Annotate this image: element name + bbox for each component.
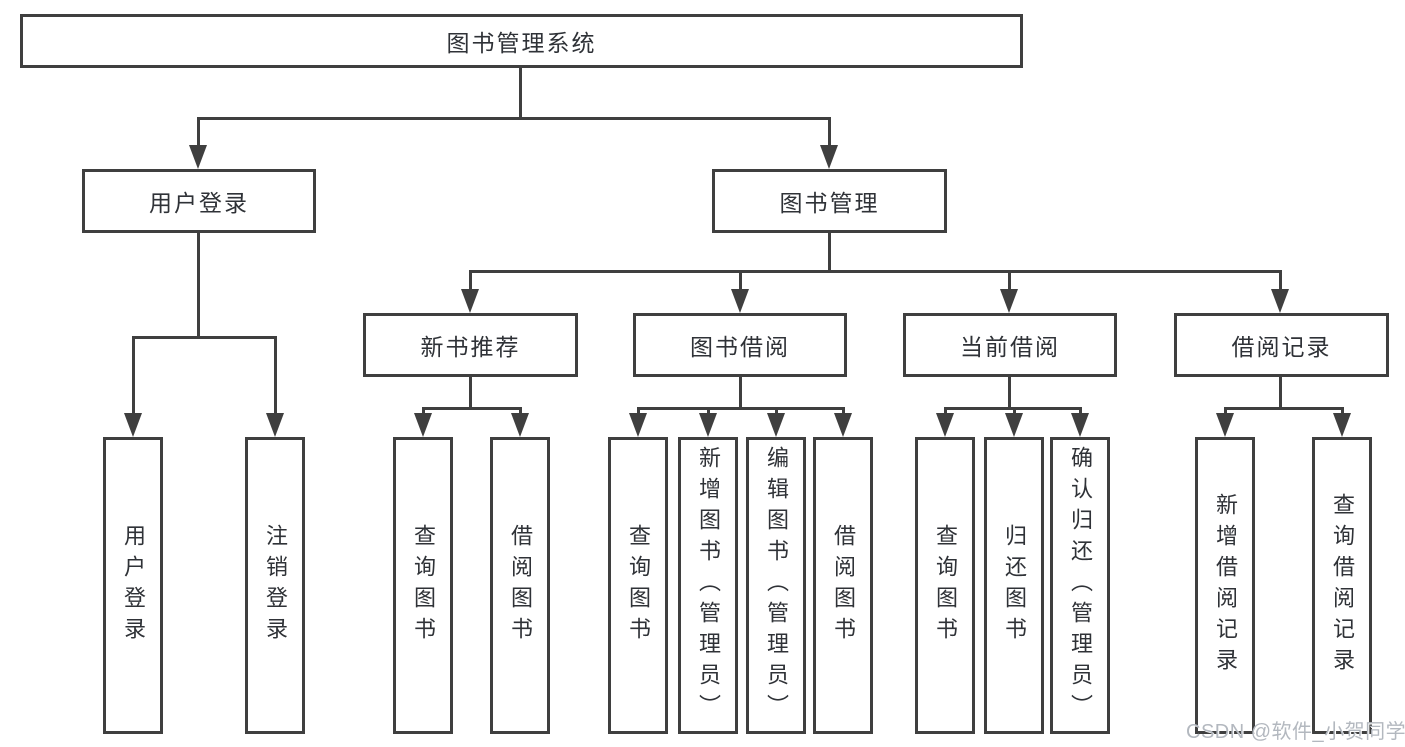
node-current-borrow: 当前借阅 [903, 313, 1117, 377]
csdn-watermark: CSDN @软件_小贺同学 [1186, 721, 1405, 743]
arrow-down-icon [461, 289, 479, 313]
node-edit-books-admin: 编辑图书（管理员） [746, 437, 806, 734]
node-add-borrow-record: 新增借阅记录 [1195, 437, 1255, 734]
node-user-login: 用户登录 [82, 169, 316, 233]
node-book-management: 图书管理 [712, 169, 947, 233]
arrow-down-icon [936, 413, 954, 437]
node-borrow-books-recommend: 借阅图书 [490, 437, 550, 734]
arrow-down-icon [511, 413, 529, 437]
arrow-down-icon [834, 413, 852, 437]
arrow-down-icon [629, 413, 647, 437]
node-query-books-current: 查询图书 [915, 437, 975, 734]
arrow-down-icon [266, 413, 284, 437]
arrow-down-icon [189, 145, 207, 169]
node-logout-leaf: 注销登录 [245, 437, 305, 734]
node-user-login-leaf: 用户登录 [103, 437, 163, 734]
connector-leaf [1341, 407, 1344, 416]
connector-current-borrow-stem [1008, 377, 1011, 408]
node-query-books-recommend: 查询图书 [393, 437, 453, 734]
connector-to-book-borrow [739, 270, 742, 292]
connector-leaf [1079, 407, 1082, 416]
connector-to-new-book-recommend [469, 270, 472, 292]
connector-user-login-split [132, 336, 276, 339]
connector-leaf [1224, 407, 1227, 416]
node-book-borrow: 图书借阅 [633, 313, 847, 377]
arrow-down-icon [699, 413, 717, 437]
node-return-books: 归还图书 [984, 437, 1044, 734]
connector-user-login-stem [197, 233, 200, 337]
node-query-books-borrow: 查询图书 [608, 437, 668, 734]
arrow-down-icon [1333, 413, 1351, 437]
connector-recommend-split [422, 407, 522, 410]
node-new-book-recommend: 新书推荐 [363, 313, 578, 377]
connector-root-stem [519, 68, 522, 119]
connector-leaf [842, 407, 845, 416]
connector-leaf [1013, 407, 1016, 416]
node-add-books-admin: 新增图书（管理员） [678, 437, 738, 734]
node-confirm-return-admin: 确认归还（管理员） [1050, 437, 1110, 734]
arrow-down-icon [1071, 413, 1089, 437]
connector-leaf [944, 407, 947, 416]
arrow-down-icon [731, 289, 749, 313]
connector-borrow-split [637, 407, 845, 410]
connector-to-book-management [828, 117, 831, 147]
arrow-down-icon [414, 413, 432, 437]
arrow-down-icon [767, 413, 785, 437]
node-borrow-records: 借阅记录 [1174, 313, 1389, 377]
connector-borrow-records-stem [1279, 377, 1282, 408]
connector-book-management-stem [828, 233, 831, 271]
connector-to-user-login-leaf [132, 336, 135, 416]
node-query-borrow-record: 查询借阅记录 [1312, 437, 1372, 734]
connector-to-current-borrow [1008, 270, 1011, 292]
connector-leaf [519, 407, 522, 416]
node-library-management-system: 图书管理系统 [20, 14, 1023, 68]
arrow-down-icon [124, 413, 142, 437]
arrow-down-icon [820, 145, 838, 169]
connector-to-logout-leaf [274, 336, 277, 416]
connector-records-split [1224, 407, 1343, 410]
connector-current-split [944, 407, 1081, 410]
connector-leaf [707, 407, 710, 416]
connector-to-borrow-records [1279, 270, 1282, 292]
connector-level3-split [469, 270, 1282, 273]
connector-book-borrow-stem [739, 377, 742, 408]
arrow-down-icon [1000, 289, 1018, 313]
connector-to-user-login [197, 117, 200, 147]
connector-new-book-recommend-stem [469, 377, 472, 408]
connector-level1-split [197, 117, 831, 120]
connector-leaf [775, 407, 778, 416]
node-borrow-books-leaf: 借阅图书 [813, 437, 873, 734]
connector-leaf [637, 407, 640, 416]
arrow-down-icon [1216, 413, 1234, 437]
arrow-down-icon [1005, 413, 1023, 437]
connector-leaf [422, 407, 425, 416]
arrow-down-icon [1271, 289, 1289, 313]
